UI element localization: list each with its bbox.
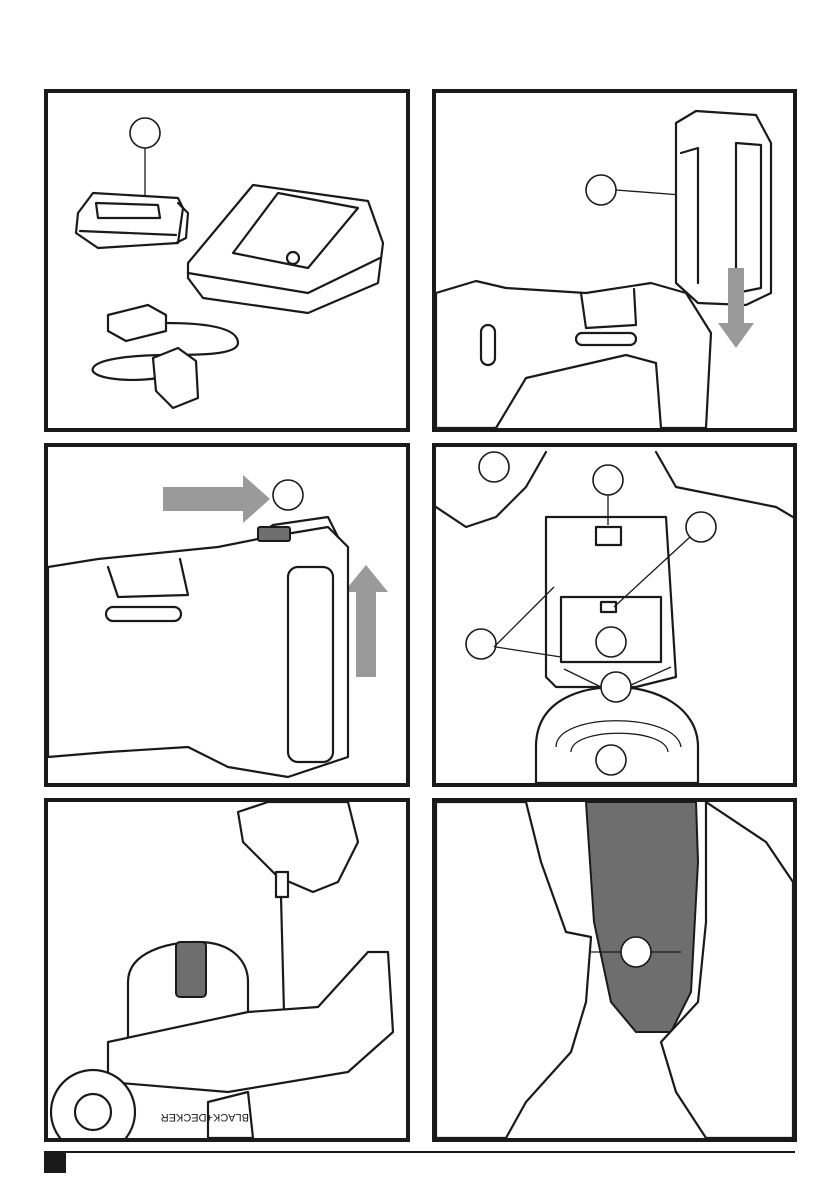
callout-circle [686, 512, 716, 542]
up-arrow [344, 565, 388, 677]
figure-remove-screw: BLACK+DECKER [44, 798, 410, 1142]
left-hand [436, 802, 591, 1138]
callout-leader [616, 190, 681, 195]
plug-adapter [153, 348, 198, 408]
brand-mark: BLACK+DECKER [161, 1111, 249, 1123]
callout-circle [621, 937, 651, 967]
callout-circle [273, 480, 303, 510]
callout-circle [586, 175, 616, 205]
battery-charger-illustration [48, 93, 406, 428]
figure-head-assembly [432, 443, 797, 787]
page-marker [44, 1151, 66, 1173]
callout-circle [601, 672, 631, 702]
power-adapter [108, 305, 166, 341]
insert-battery-illustration [436, 93, 793, 428]
callout-circle [596, 745, 626, 775]
head-assembly-illustration [436, 447, 793, 783]
release-button [258, 527, 290, 541]
tool-handle [586, 802, 698, 1032]
release-battery-illustration [48, 447, 406, 783]
callout-circle [596, 627, 626, 657]
figure-release-battery [44, 443, 410, 787]
screwdriver-handle [276, 872, 288, 897]
figure-insert-battery [432, 89, 797, 432]
hand [238, 802, 358, 892]
right-arrow [163, 475, 270, 523]
charger-base [188, 185, 383, 313]
remove-screw-illustration: BLACK+DECKER [48, 802, 406, 1138]
screwdriver-shaft [281, 897, 284, 1012]
battery-pack [676, 111, 771, 305]
callout-circle [130, 118, 160, 148]
callout-circle [466, 629, 496, 659]
figure-hold-tool [432, 798, 797, 1142]
footer-rule [66, 1151, 795, 1153]
callout-circle [593, 465, 623, 495]
figure-battery-and-charger [44, 89, 410, 432]
tool-body [48, 527, 348, 777]
tool-body [436, 281, 711, 428]
callout-circle [479, 452, 509, 482]
hold-tool-illustration [436, 802, 793, 1138]
battery-pack [76, 193, 183, 248]
